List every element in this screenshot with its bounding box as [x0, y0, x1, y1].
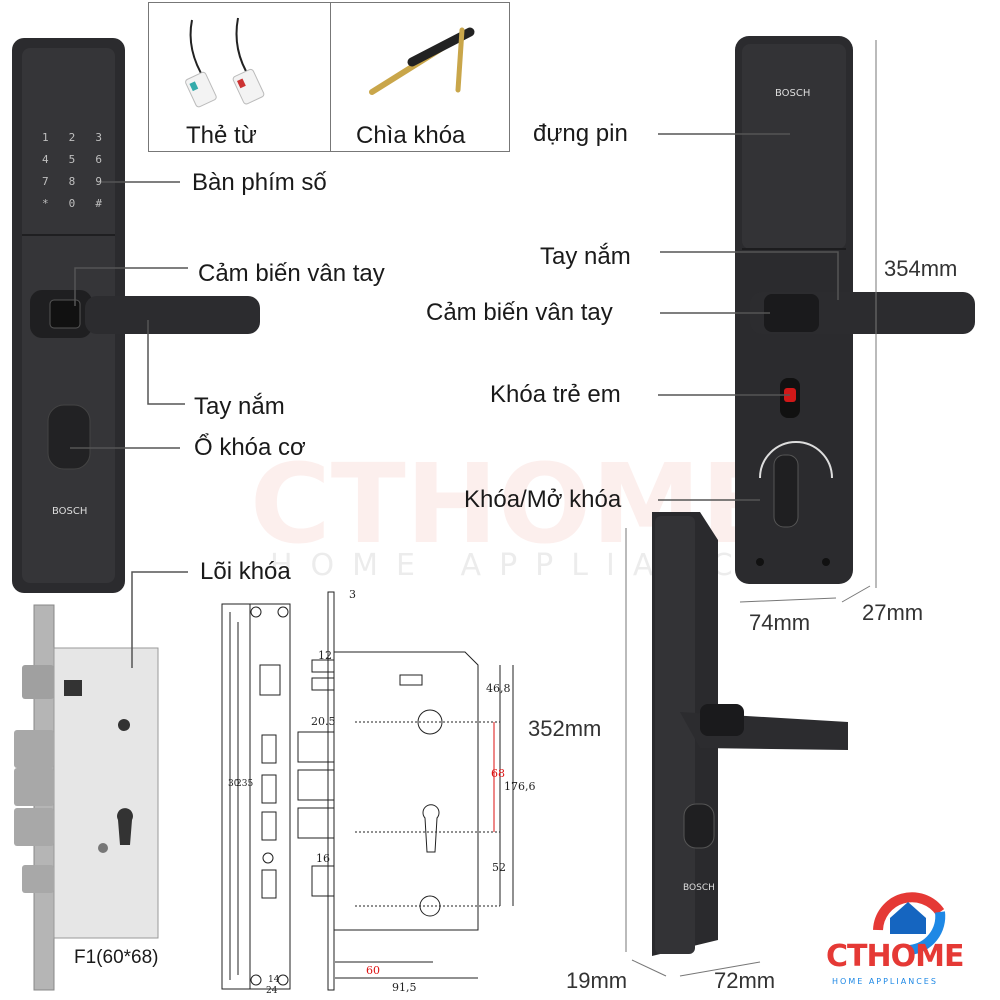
keypad-key: 2 [68, 130, 76, 144]
front-fingerprint-label: Cảm biến vân tay [198, 260, 385, 287]
back-lock-body [735, 36, 975, 584]
dim-68: 68 [491, 767, 505, 780]
side-lock-body [652, 512, 848, 956]
dim-46-8: 46,8 [486, 682, 511, 695]
accessories-box [148, 2, 510, 152]
lock-unlock-label: Khóa/Mở khóa [464, 486, 622, 513]
accessories-divider [330, 2, 331, 152]
key-label: Chìa khóa [356, 122, 466, 149]
keypad-key: # [95, 196, 102, 210]
rfid-card-icon [185, 17, 265, 108]
brand-tagline: HOME APPLIANCES [832, 977, 938, 986]
keypad-key: 3 [95, 130, 102, 144]
front-lock-body [12, 38, 260, 593]
card-label: Thẻ từ [186, 122, 257, 149]
keypad-key: 1 [42, 130, 49, 144]
dim-24: 24 [266, 986, 278, 996]
dim-30: 30 [228, 779, 240, 789]
dimension-arrows [625, 40, 877, 977]
side-width-dim: 72mm [714, 968, 776, 993]
keypad-grid: 1 2 3 4 5 6 7 8 9 * 0 # [32, 126, 112, 214]
keypad-key: 4 [42, 152, 49, 166]
callout-lines [70, 133, 839, 668]
keypad-label: Bàn phím số [192, 169, 327, 196]
mortise-photo [14, 604, 159, 991]
side-height-dim: 352mm [528, 716, 602, 741]
lock-core-label: Lõi khóa [200, 558, 291, 585]
dim-12: 12 [318, 649, 332, 662]
front-device-logo: BOSCH [52, 506, 88, 517]
back-fingerprint-label: Cảm biến vân tay [426, 299, 613, 326]
brand-name: CTHOME [826, 939, 964, 974]
dim-16: 16 [316, 852, 330, 865]
back-depth-dim: 27mm [862, 600, 924, 625]
back-height-dim: 354mm [884, 256, 958, 281]
battery-label: đựng pin [533, 120, 628, 147]
dim-20-5: 20.5 [311, 715, 336, 728]
dim-235: 235 [236, 779, 254, 789]
keypad-key: 0 [68, 196, 76, 210]
keypad-key: 9 [95, 174, 102, 188]
mech-keyhole-label: Ổ khóa cơ [194, 434, 306, 461]
keypad-key: 7 [42, 174, 49, 188]
cthome-logo-icon [873, 892, 946, 955]
mortise-model-label: F1(60*68) [74, 947, 159, 968]
dim-14: 14 [268, 975, 280, 985]
side-device-logo: BOSCH [683, 883, 715, 893]
dim-91-5: 91,5 [392, 981, 417, 994]
dim-176-6: 176,6 [504, 780, 536, 793]
dim-52: 52 [492, 861, 506, 874]
mortise-drawing [229, 591, 514, 991]
front-handle-label: Tay nắm [194, 393, 285, 420]
side-depth-dim: 19mm [566, 968, 628, 993]
dim-60: 60 [366, 964, 380, 977]
child-lock-label: Khóa trẻ em [490, 381, 621, 408]
keypad-key: 8 [68, 174, 76, 188]
faceplate-drawing [221, 603, 291, 990]
keypad-key: 6 [95, 152, 102, 166]
mechanical-key-icon [369, 27, 475, 95]
back-width-dim: 74mm [749, 610, 811, 635]
keypad-key: 5 [68, 152, 76, 166]
keypad-key: * [42, 196, 49, 210]
back-handle-label: Tay nắm [540, 243, 631, 270]
back-device-logo: BOSCH [775, 88, 811, 99]
dim-3: 3 [349, 588, 356, 601]
